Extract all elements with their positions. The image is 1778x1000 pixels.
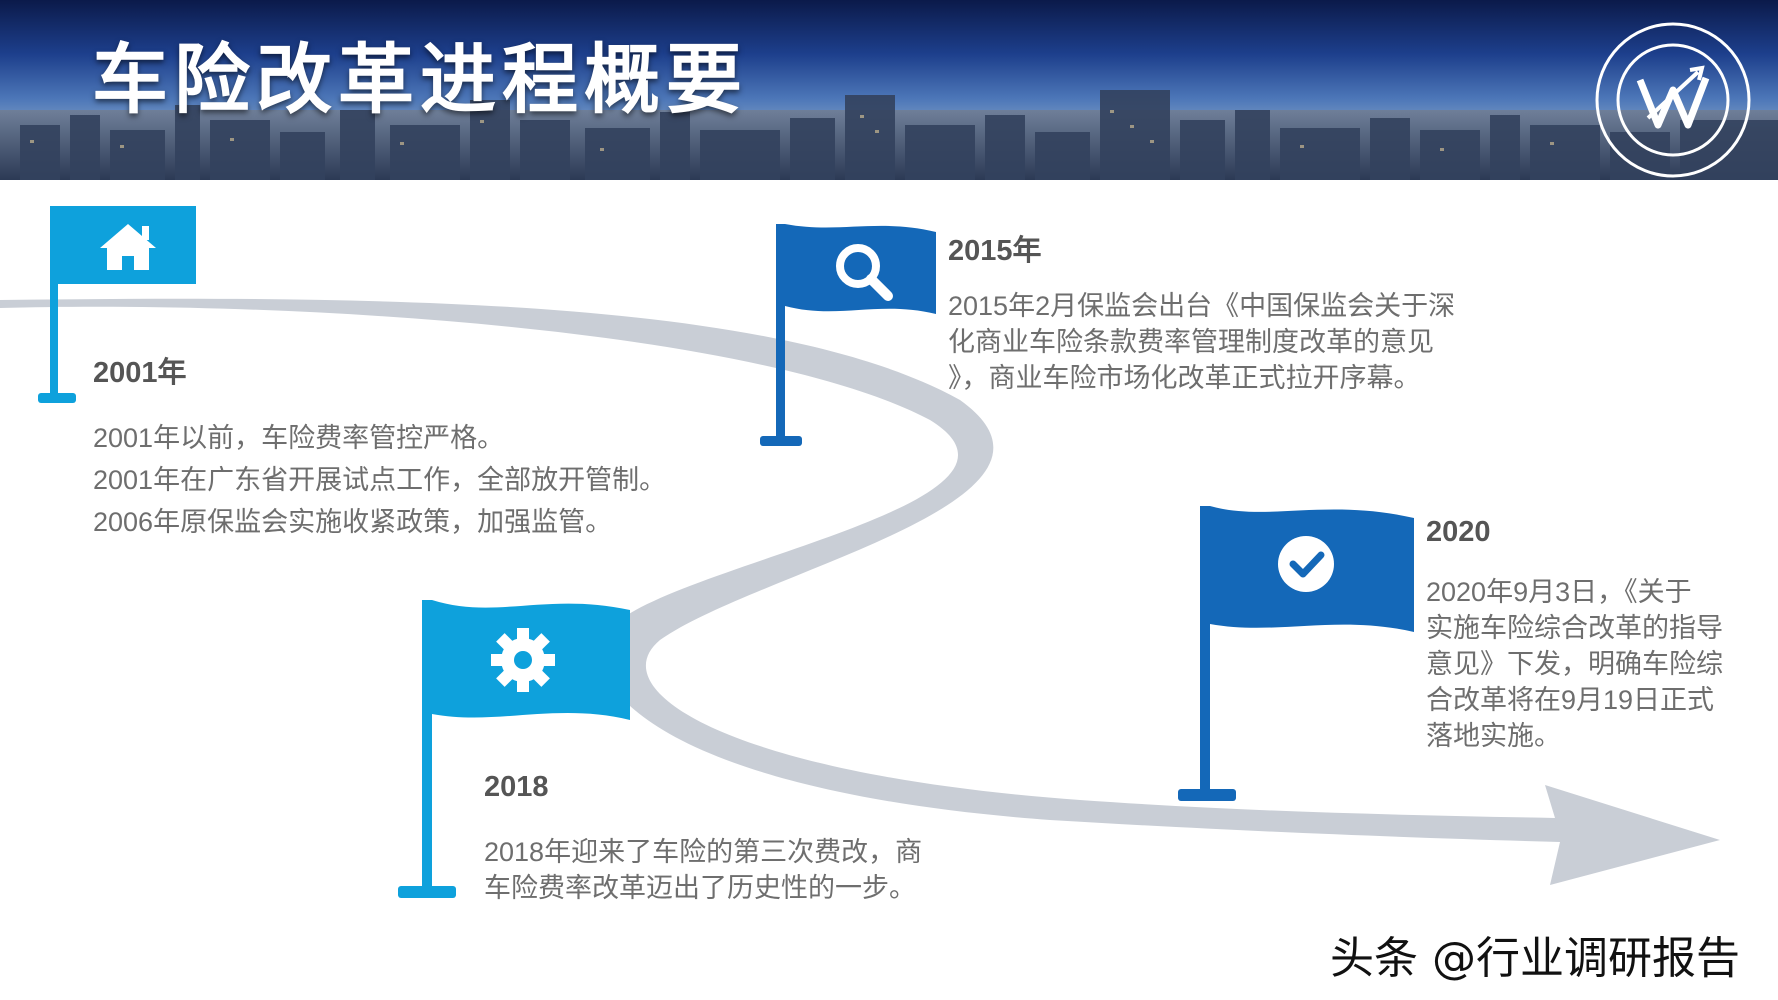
description-line: 2018年迎来了车险的第三次费改，商	[484, 837, 923, 867]
city-skyline-image	[0, 90, 1778, 180]
description-line: 实施车险综合改革的指导	[1426, 613, 1723, 643]
milestone-year: 2018	[484, 771, 549, 803]
description-line: 2001年以前，车险费率管控严格。	[93, 423, 505, 453]
description-line: 2006年原保监会实施收紧政策，加强监管。	[93, 507, 613, 537]
milestone-year: 2015年	[948, 235, 1042, 267]
research-center-logo	[1595, 22, 1751, 178]
flag-2015	[760, 224, 936, 446]
search-icon	[836, 244, 893, 301]
gear-icon	[491, 628, 555, 692]
description-line: 车险费率改革迈出了历史性的一步。	[484, 873, 916, 903]
milestone-year: 2001年	[93, 357, 187, 389]
description-line: 》，商业车险市场化改革正式拉开序幕。	[948, 363, 1421, 393]
description-line: 2020年9月3日，《关于	[1426, 577, 1692, 607]
milestone-year: 2020	[1426, 516, 1491, 548]
flag-2020	[1178, 506, 1414, 801]
milestone-description: 2015年2月保监会出台《中国保监会关于深 化商业车险条款费率管理制度改革的意见…	[948, 288, 1455, 396]
check-icon	[1278, 536, 1334, 592]
milestone-description: 2020年9月3日，《关于 实施车险综合改革的指导 意见》下发，明确车险综 合改…	[1426, 574, 1723, 754]
home-icon	[100, 224, 156, 270]
flag-2018	[398, 600, 630, 898]
flag-2001	[38, 206, 196, 403]
source-watermark: 头条 @行业调研报告	[1330, 933, 1740, 984]
description-line: 化商业车险条款费率管理制度改革的意见	[948, 327, 1434, 357]
milestone-description: 2018年迎来了车险的第三次费改，商 车险费率改革迈出了历史性的一步。	[484, 834, 922, 906]
header-banner: 车险改革进程概要	[0, 0, 1778, 180]
description-line: 2015年2月保监会出台《中国保监会关于深	[948, 291, 1456, 321]
milestone-description: 2001年以前，车险费率管控严格。 2001年在广东省开展试点工作，全部放开管制…	[93, 420, 666, 541]
description-line: 落地实施。	[1426, 721, 1561, 751]
description-line: 意见》下发，明确车险综	[1426, 649, 1723, 679]
page-title: 车险改革进程概要	[92, 35, 748, 124]
description-line: 合改革将在9月19日正式	[1426, 685, 1715, 715]
description-line: 2001年在广东省开展试点工作，全部放开管制。	[93, 465, 667, 495]
